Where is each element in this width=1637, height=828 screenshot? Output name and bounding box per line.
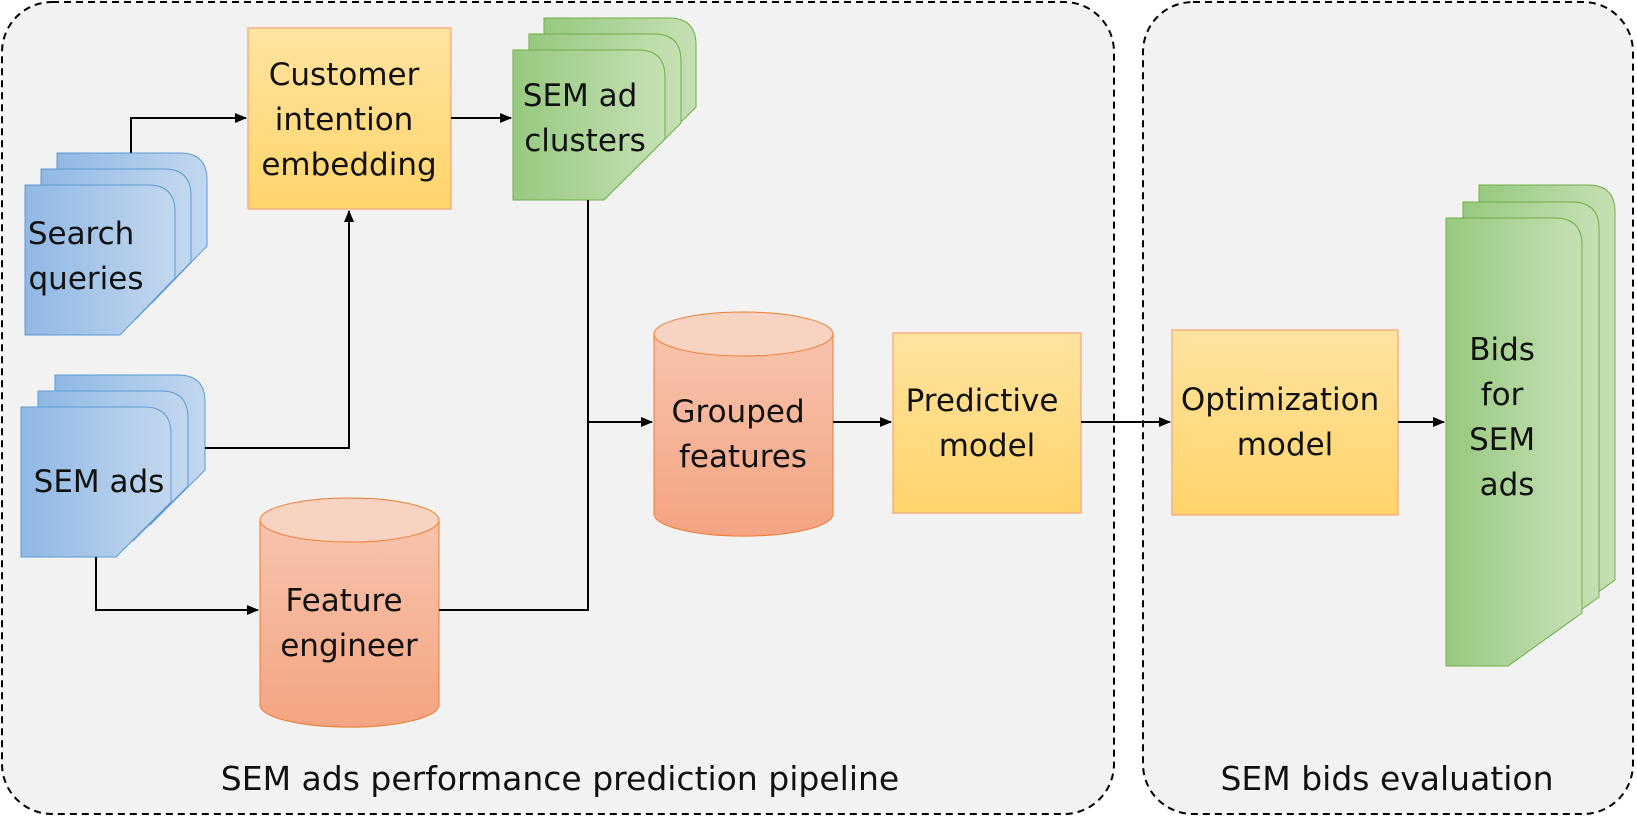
sem-ads-node: SEM ads: [20, 374, 206, 558]
grouped-features-line-2: features: [679, 439, 807, 475]
predictive-model-node: Predictive model: [892, 332, 1082, 514]
optimization-model-line-1: Optimization: [1181, 382, 1379, 418]
search-queries-node: Search queries: [24, 152, 208, 336]
edge-search-queries-to-embedding: [130, 113, 247, 153]
sem-ad-clusters-node: SEM ad clusters: [512, 17, 697, 201]
optimization-model-node: Optimization model: [1171, 329, 1399, 516]
grouped-features-label: Grouped features: [672, 394, 815, 475]
grouped-features-node: Grouped features: [653, 311, 834, 537]
feature-engineer-node: Feature engineer: [259, 497, 440, 728]
sem-ads-label: SEM ads: [34, 464, 165, 500]
sem-ad-clusters-line-1: SEM ad: [523, 78, 638, 114]
bids-for-sem-ads-label: Bids for SEM ads: [1469, 332, 1545, 503]
cie-line-2: intention: [275, 102, 414, 138]
customer-intention-embedding-node: Customer intention embedding: [247, 27, 452, 210]
optimization-model-line-2: model: [1237, 427, 1334, 463]
feature-engineer-label: Feature engineer: [280, 583, 418, 664]
edge-sem-ads-to-embedding: [205, 210, 354, 449]
search-queries-label: Search queries: [28, 216, 144, 297]
edge-feature-engineer-to-grouped-features: [439, 422, 589, 611]
bids-line-1: Bids: [1469, 332, 1535, 368]
cie-line-1: Customer: [269, 57, 420, 93]
sem-ad-clusters-label: SEM ad clusters: [523, 78, 647, 159]
connectors: [95, 113, 1445, 615]
pipeline-panel-label: SEM ads performance prediction pipeline: [221, 759, 899, 798]
grouped-features-line-1: Grouped: [672, 394, 805, 430]
sem-ads-line-1: SEM ads: [34, 464, 165, 500]
bids-line-2: for: [1481, 377, 1524, 413]
sem-ad-clusters-line-2: clusters: [524, 123, 646, 159]
cie-line-3: embedding: [261, 147, 436, 183]
feature-engineer-line-1: Feature: [285, 583, 402, 619]
search-queries-line-2: queries: [29, 261, 144, 297]
feature-engineer-line-2: engineer: [280, 628, 418, 664]
bids-line-3: SEM: [1469, 422, 1535, 458]
customer-intention-embedding-label: Customer intention embedding: [261, 57, 436, 183]
edge-sem-ads-to-feature-engineer: [95, 557, 259, 615]
predictive-model-label: Predictive model: [906, 383, 1069, 464]
optimization-model-label: Optimization model: [1181, 382, 1389, 463]
bids-line-4: ads: [1480, 467, 1535, 503]
predictive-model-line-2: model: [939, 428, 1036, 464]
evaluation-panel-label: SEM bids evaluation: [1220, 759, 1553, 798]
bids-for-sem-ads-node: Bids for SEM ads: [1445, 184, 1616, 667]
predictive-model-line-1: Predictive: [906, 383, 1059, 419]
search-queries-line-1: Search: [28, 216, 135, 252]
